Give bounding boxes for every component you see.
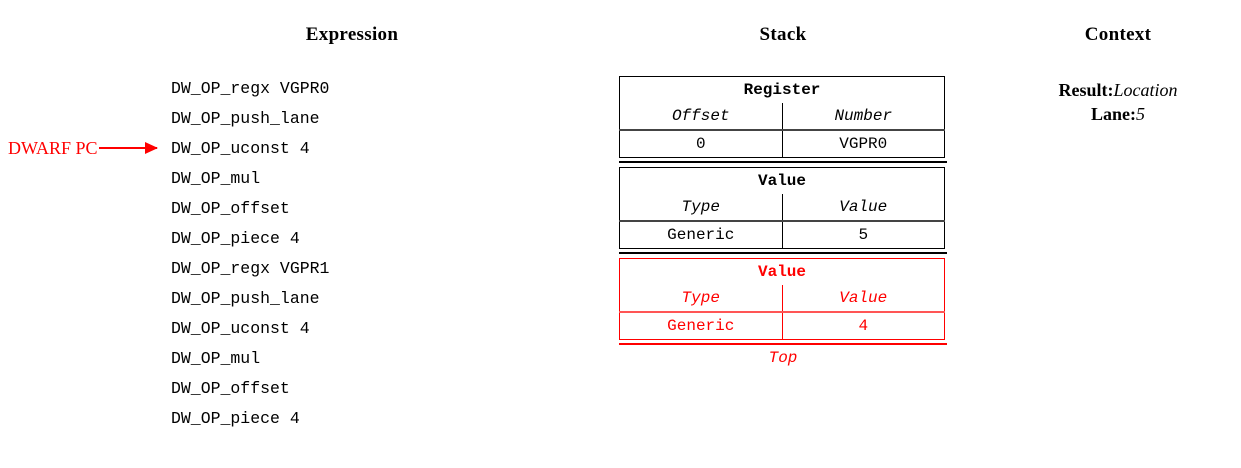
expression-line: DW_OP_piece 4 xyxy=(171,409,300,428)
frame-subheader-row: Offset Number xyxy=(619,103,945,130)
frame-separator-rule xyxy=(619,343,947,345)
frame-separator-rule xyxy=(619,252,947,254)
frame-value-cell: 5 xyxy=(782,220,945,249)
context-entry-value: 5 xyxy=(1136,104,1145,124)
expression-line: DW_OP_regx VGPR1 xyxy=(171,259,330,278)
context-entry-key: Lane: xyxy=(1091,104,1136,124)
frame-value-cell: Generic xyxy=(619,220,783,249)
column-heading-expression: Expression xyxy=(305,24,399,45)
frame-title: Value xyxy=(757,172,806,190)
frame-value-cell: Generic xyxy=(619,311,783,340)
expression-line: DW_OP_offset xyxy=(171,379,290,398)
frame-subheader-row: Type Value xyxy=(619,285,945,312)
frame-value-cell: 0 xyxy=(619,129,783,158)
dwarf-pc-marker: DWARF PC xyxy=(8,135,158,161)
context-entry: Result:Location xyxy=(1003,78,1233,102)
frame-title: Register xyxy=(743,81,821,99)
frame-column-header: Number xyxy=(834,107,893,125)
context-entry-value: Location xyxy=(1113,80,1178,100)
frame-column-header: Value xyxy=(839,198,888,216)
expression-line: DW_OP_regx VGPR0 xyxy=(171,79,330,98)
column-heading-context: Context xyxy=(1084,24,1152,45)
frame-value-cell: 4 xyxy=(782,311,945,340)
frame-title-row: Value xyxy=(620,259,945,286)
column-heading-stack: Stack xyxy=(759,24,807,45)
expression-line: DW_OP_mul xyxy=(171,169,261,188)
arrow-right-icon xyxy=(98,142,158,154)
frame-title: Value xyxy=(757,263,806,281)
frame-column-header: Offset xyxy=(619,103,783,130)
context-entry: Lane:5 xyxy=(1003,102,1233,126)
expression-line: DW_OP_mul xyxy=(171,349,261,368)
frame-subheader-row: Type Value xyxy=(619,194,945,221)
context-entry-key: Result: xyxy=(1058,80,1114,100)
stack-top-label: Top xyxy=(768,349,798,367)
frame-column-header: Value xyxy=(839,289,888,307)
frame-value-cell: VGPR0 xyxy=(782,129,945,158)
expression-line: DW_OP_offset xyxy=(171,199,290,218)
dwarf-pc-label: DWARF PC xyxy=(8,137,98,158)
frame-column-header: Type xyxy=(619,285,783,312)
expression-line: DW_OP_uconst 4 xyxy=(171,139,310,158)
expression-line: DW_OP_push_lane xyxy=(171,289,320,308)
expression-line: DW_OP_uconst 4 xyxy=(171,319,310,338)
frame-title-row: Value xyxy=(620,168,945,195)
frame-title-row: Register xyxy=(620,77,945,104)
frame-separator-rule xyxy=(619,161,947,163)
expression-line: DW_OP_piece 4 xyxy=(171,229,300,248)
frame-column-header: Type xyxy=(619,194,783,221)
expression-line: DW_OP_push_lane xyxy=(171,109,320,128)
